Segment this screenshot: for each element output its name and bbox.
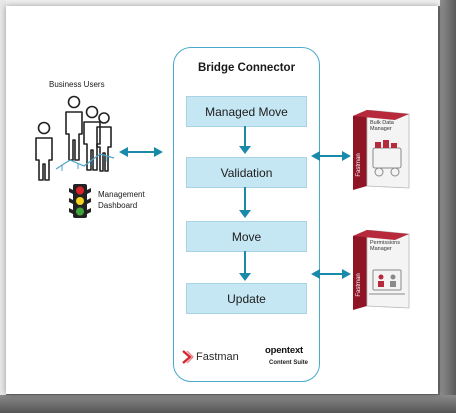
card-frame <box>0 0 440 6</box>
bulk-data-manager-box: Bulk Data Manager Fastman <box>353 110 411 190</box>
product-box-icon <box>353 110 410 190</box>
flow-arrow-shaft <box>244 187 246 212</box>
traffic-light-icon <box>69 184 91 218</box>
card-frame <box>0 0 6 395</box>
step-validation: Validation <box>186 157 307 188</box>
business-users-label: Business Users <box>49 80 105 89</box>
permissions-label-line1: Permissions <box>370 240 400 246</box>
bulk-data-brand: Fastman <box>356 153 362 177</box>
bulk-data-label-line1: Bulk Data <box>370 120 394 126</box>
fastman-logo-text: Fastman <box>196 351 239 363</box>
permissions-manager-box: Permissions Manager Fastman <box>353 230 411 310</box>
content-suite-label: Content Suite <box>269 360 308 366</box>
step-update: Update <box>186 283 307 314</box>
permissions-label-line2: Manager <box>370 246 392 252</box>
management-label-line1: Management <box>98 190 145 199</box>
opentext-logo-text: opentext <box>265 345 303 356</box>
management-dashboard-label: Management Dashboard <box>98 189 145 211</box>
connector-title: Bridge Connector <box>197 62 296 74</box>
connector-to-bulk-data-arrow <box>311 151 351 161</box>
background-edge <box>440 0 456 413</box>
fastman-chevron-icon <box>182 350 194 364</box>
step-move: Move <box>186 221 307 252</box>
product-box-icon <box>353 230 410 310</box>
permissions-brand: Fastman <box>356 273 362 297</box>
diagram-canvas: Business Users <box>6 6 438 394</box>
flow-arrow-shaft <box>244 126 246 148</box>
flow-arrow-head <box>239 273 251 281</box>
connector-to-permissions-arrow <box>311 269 351 279</box>
flow-arrow-shaft <box>244 251 246 275</box>
bridge-connector-panel: Bridge Connector Managed Move Validation… <box>173 47 320 382</box>
step-managed-move: Managed Move <box>186 96 307 127</box>
fastman-logo: Fastman <box>182 350 239 364</box>
flow-arrow-head <box>239 210 251 218</box>
users-to-connector-arrow <box>119 147 163 157</box>
background-edge <box>0 395 456 413</box>
bulk-data-label-line2: Manager <box>370 126 392 132</box>
business-users-icon <box>35 95 115 181</box>
flow-arrow-head <box>239 146 251 154</box>
management-label-line2: Dashboard <box>98 201 138 210</box>
